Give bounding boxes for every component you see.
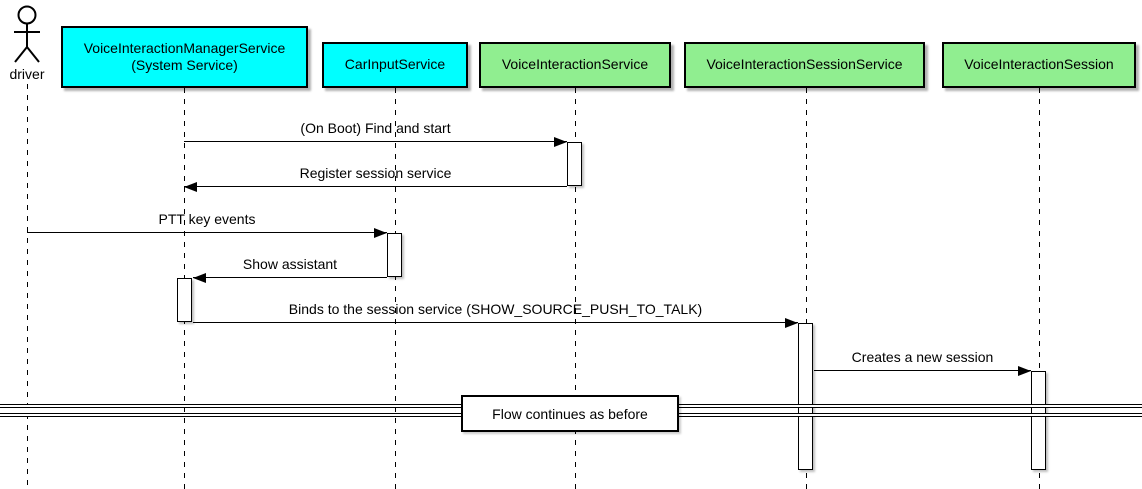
participant-label: CarInputService	[344, 56, 446, 73]
lifeline-car-input-service	[395, 88, 396, 489]
arrowhead-right-icon	[785, 318, 798, 328]
message-label: Show assistant	[242, 256, 338, 272]
message-line	[193, 322, 798, 323]
participant-sublabel: (System Service)	[131, 57, 238, 73]
activation-voice-interaction-session	[1031, 371, 1046, 470]
divider-label: Flow continues as before	[461, 395, 679, 432]
message-label: Binds to the session service (SHOW_SOURC…	[288, 301, 703, 317]
actor-label: driver	[9, 66, 45, 82]
message-label: (On Boot) Find and start	[300, 120, 451, 136]
message-binds-to-session-service: Binds to the session service (SHOW_SOURC…	[193, 298, 798, 328]
participant-voice-interaction-manager-service: VoiceInteractionManagerService (System S…	[61, 26, 308, 88]
message-on-boot-find-and-start: (On Boot) Find and start	[184, 117, 567, 147]
arrowhead-right-icon	[1018, 366, 1031, 376]
message-creates-a-new-session: Creates a new session	[814, 346, 1031, 376]
participant-voice-interaction-session-service: VoiceInteractionSessionService	[684, 42, 925, 88]
participant-label: VoiceInteractionSession	[964, 56, 1114, 73]
lifeline-voice-interaction-service	[575, 88, 576, 489]
lifeline-voice-interaction-session	[1039, 88, 1040, 489]
activation-voice-interaction-service	[567, 142, 582, 186]
lifeline-driver	[27, 84, 28, 489]
message-line	[184, 141, 567, 142]
participant-label: VoiceInteractionSessionService	[706, 56, 903, 73]
arrowhead-right-icon	[374, 228, 387, 238]
arrowhead-right-icon	[554, 137, 567, 147]
message-label: Register session service	[299, 165, 452, 181]
lifeline-voice-interaction-session-service	[806, 88, 807, 489]
message-ptt-key-events: PTT key events	[27, 208, 387, 238]
message-show-assistant: Show assistant	[193, 253, 387, 283]
participant-voice-interaction-service: VoiceInteractionService	[479, 42, 671, 88]
message-line	[814, 370, 1031, 371]
activation-voice-interaction-manager-service	[177, 278, 192, 322]
participant-label: VoiceInteractionManagerService	[83, 39, 286, 56]
participant-car-input-service: CarInputService	[322, 42, 468, 88]
message-register-session-service: Register session service	[184, 162, 567, 192]
message-line	[193, 277, 387, 278]
activation-car-input-service	[387, 233, 402, 277]
message-line	[27, 232, 387, 233]
participant-label: VoiceInteractionService	[501, 56, 649, 73]
message-label: PTT key events	[158, 211, 256, 227]
arrowhead-left-icon	[184, 182, 197, 192]
actor-icon	[14, 5, 40, 63]
arrowhead-left-icon	[193, 273, 206, 283]
message-line	[184, 186, 567, 187]
activation-voice-interaction-session-service	[798, 323, 813, 470]
participant-voice-interaction-session: VoiceInteractionSession	[942, 42, 1136, 88]
message-label: Creates a new session	[851, 349, 994, 365]
